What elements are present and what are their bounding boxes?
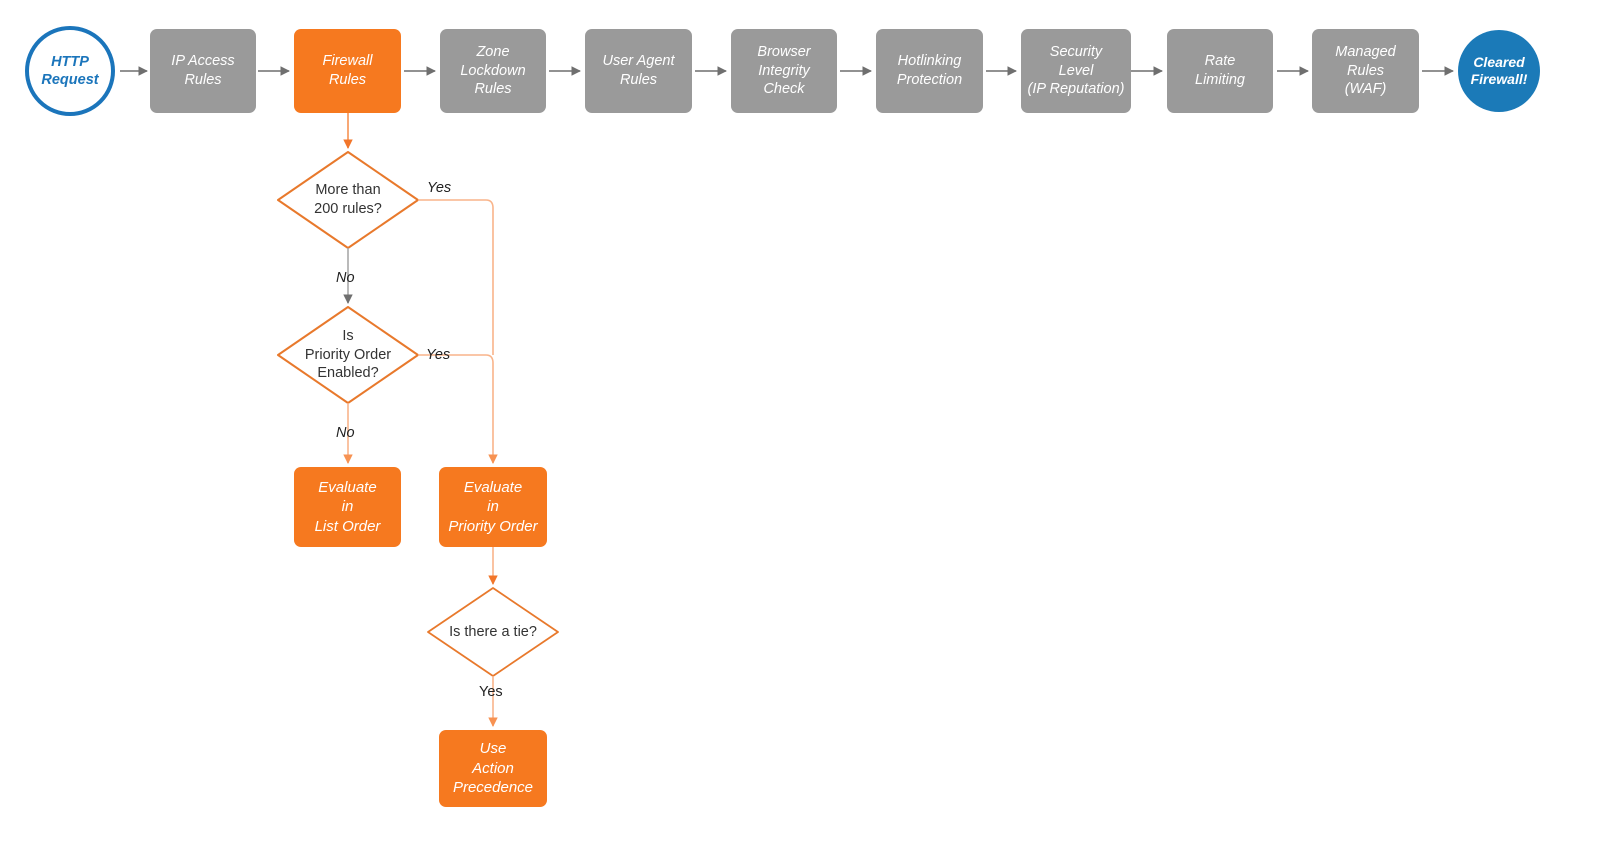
decision-is-there-a-tie-label: Is there a tie?: [449, 623, 537, 640]
edge-label-no-priority-enabled: No: [336, 425, 355, 441]
edge-label-no-200-rules: No: [336, 270, 355, 286]
edge-label-yes-200-rules: Yes: [427, 180, 452, 196]
edge-label-yes-priority-enabled: Yes: [426, 347, 451, 363]
edge-label-yes-tie: Yes: [479, 684, 503, 700]
decision-is-there-a-tie[interactable]: Is there a tie?: [428, 588, 558, 676]
